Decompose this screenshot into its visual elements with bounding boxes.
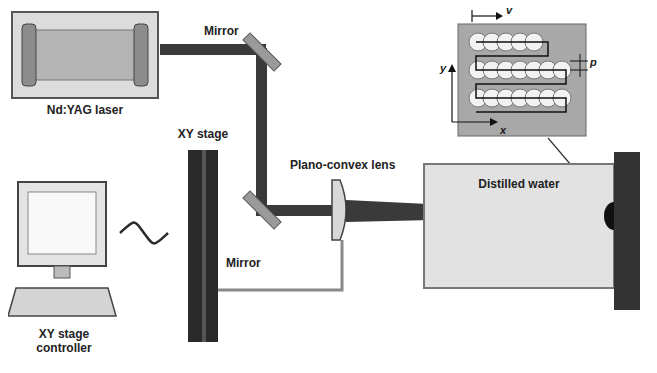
scan-pattern-inset <box>448 10 588 136</box>
part-label: Mirror <box>204 24 239 38</box>
water-tank: Distilled water <box>420 150 645 312</box>
axis-label: p <box>590 56 597 68</box>
node-label: Distilled water <box>454 178 584 192</box>
laser-beam <box>256 48 267 216</box>
part-label: Plano-convex lens <box>290 158 395 172</box>
mirror-symbol <box>243 191 281 229</box>
part-label: Mirror <box>226 256 261 270</box>
node-label: Nd:YAG laser <box>10 104 160 118</box>
axis-label: x <box>500 124 506 136</box>
node-label: XY stage <box>168 128 238 142</box>
axis-label: y <box>440 62 446 74</box>
xy-stage: XY stage <box>168 128 238 344</box>
mirror-symbol <box>243 33 281 71</box>
water-tank-outline <box>420 150 645 312</box>
node-label: XY stage controller <box>14 328 114 356</box>
stage-linkage <box>218 240 342 290</box>
axis-label: v <box>506 4 512 16</box>
lens-symbol <box>332 180 346 240</box>
xy-stage-outline <box>168 128 238 344</box>
control-cable <box>120 223 168 244</box>
stage-controller: XY stage controller <box>8 176 120 366</box>
laser-box: Nd:YAG laser <box>10 8 160 126</box>
